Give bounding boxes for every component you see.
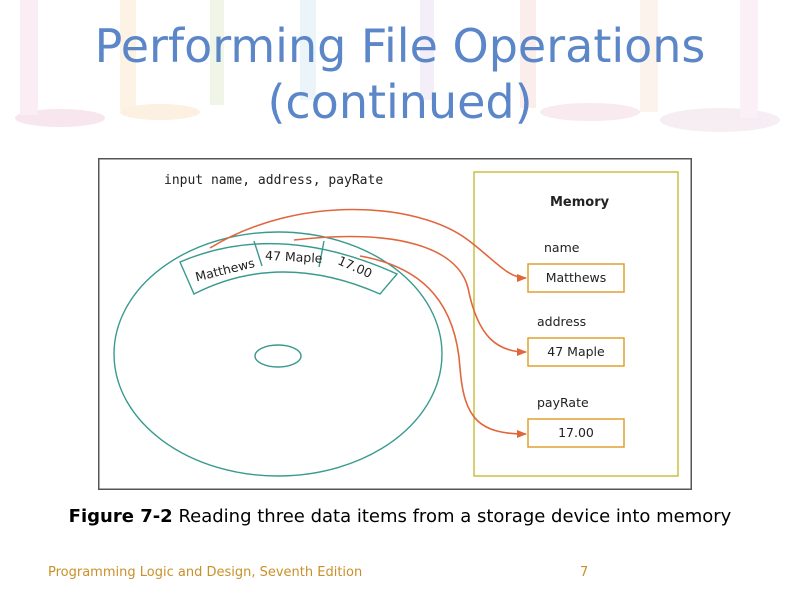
disk-platter: [113, 231, 443, 477]
field-box-payrate: [527, 418, 625, 448]
field-value-payrate: 17.00: [558, 425, 594, 440]
arrow-address: [293, 235, 527, 356]
arrow-name: [209, 208, 527, 282]
figure-caption: Figure 7-2 Reading three data items from…: [0, 506, 800, 527]
field-label-address: address: [537, 314, 586, 329]
footer-page-number: 7: [580, 565, 589, 580]
field-label-payrate: payRate: [537, 395, 589, 410]
field-value-address: 47 Maple: [547, 344, 605, 359]
title-line-2: (continued): [267, 75, 533, 129]
memory-label: Memory: [550, 195, 610, 210]
slide-title: Performing File Operations (continued): [0, 18, 800, 130]
field-label-name: name: [544, 240, 580, 255]
footer-book-title: Programming Logic and Design, Seventh Ed…: [48, 565, 363, 580]
disk-spindle: [254, 344, 302, 368]
record-band: [179, 242, 399, 295]
field-value-name: Matthews: [546, 270, 607, 285]
figure-number: Figure 7-2: [68, 506, 173, 527]
field-box-name: [527, 263, 625, 293]
arrow-payrate: [359, 255, 527, 438]
disk-record-2: 47 Maple: [265, 248, 323, 266]
field-box-address: [527, 337, 625, 367]
background-decoration: [15, 0, 780, 132]
input-statement: input name, address, payRate: [164, 173, 383, 188]
figure-diagram: input name, address, payRate Matthews 47…: [98, 158, 692, 490]
figure-caption-text: Reading three data items from a storage …: [172, 506, 732, 527]
record-divider: [253, 240, 263, 267]
title-line-1: Performing File Operations: [94, 19, 706, 73]
memory-box: [473, 171, 679, 477]
record-divider: [318, 240, 325, 268]
